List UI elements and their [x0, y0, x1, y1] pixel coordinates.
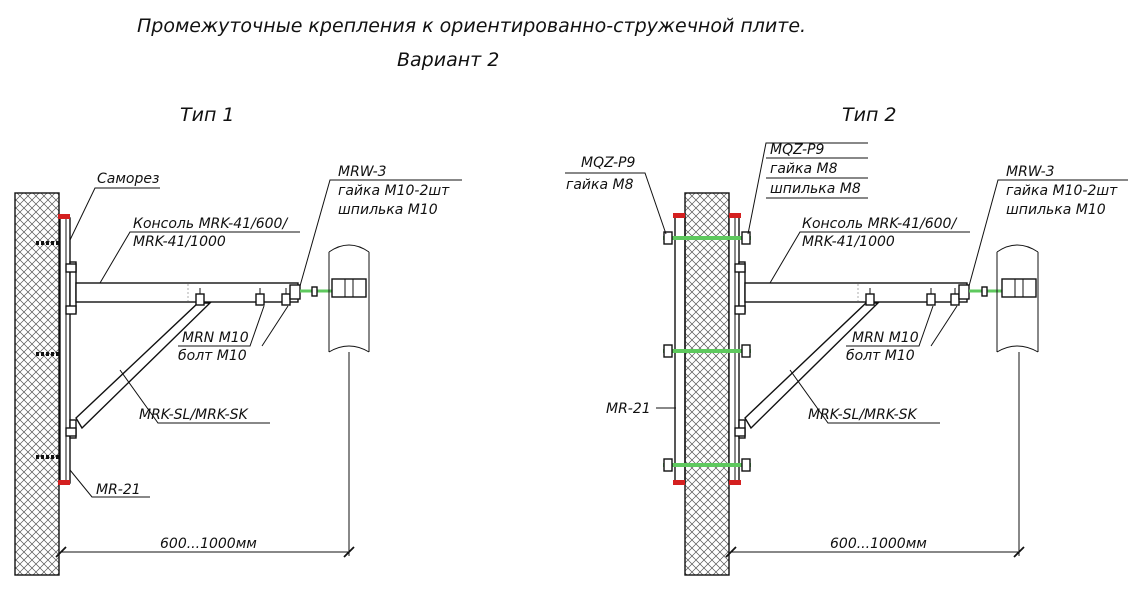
label-stud-m8: шпилька М8	[770, 181, 861, 197]
label-console-1: Консоль MRK-41/600/	[133, 216, 288, 232]
label-mrn-t2: MRN M10	[852, 330, 919, 346]
label-nut: гайка М10-2шт	[338, 183, 450, 199]
pipe-clamp-2	[1001, 278, 1037, 298]
type2-assembly	[565, 142, 1128, 576]
label-brace: MRK-SL/MRK-SK	[139, 407, 250, 423]
mrw3-clamp	[289, 284, 301, 300]
label-rail-t2: MR-21	[606, 401, 651, 417]
label-nut-left: гайка М8	[566, 177, 634, 193]
screw-icon	[36, 241, 60, 459]
label-dimension-t2: 600...1000мм	[830, 536, 927, 552]
label-bolt: болт М10	[178, 348, 247, 364]
label-dimension: 600...1000мм	[160, 536, 257, 552]
osb-panel	[684, 192, 730, 576]
label-mqz-right: MQZ-P9	[770, 142, 824, 158]
label-nut-right: гайка М8	[770, 161, 838, 177]
label-nut-t2: гайка М10-2шт	[1006, 183, 1118, 199]
label-stud-t2: шпилька М10	[1006, 202, 1106, 218]
drawing-subtitle: Вариант 2	[397, 49, 499, 71]
mr21-rail	[59, 217, 71, 484]
label-console-2: MRK-41/1000	[133, 234, 226, 250]
label-stud: шпилька М10	[338, 202, 438, 218]
brace-mrk-sl	[75, 302, 212, 430]
label-console-2-t2: MRK-41/1000	[802, 234, 895, 250]
label-bolt-t2: болт М10	[846, 348, 915, 364]
label-mrw: MRW-3	[338, 164, 387, 180]
red-cap-bottom	[58, 480, 70, 485]
stud-m8-icon	[663, 231, 751, 472]
type1-assembly	[14, 179, 462, 576]
red-cap-top	[58, 214, 70, 219]
label-brace-t2: MRK-SL/MRK-SK	[808, 407, 919, 423]
mrw3-clamp-2	[958, 284, 970, 300]
drawing-title: Промежуточные крепления к ориентированно…	[137, 15, 806, 37]
type1-heading: Тип 1	[180, 104, 235, 126]
label-screw: Саморез	[97, 171, 159, 187]
label-mrw-t2: MRW-3	[1006, 164, 1055, 180]
label-mqz-left: MQZ-P9	[581, 155, 635, 171]
label-console-1-t2: Консоль MRK-41/600/	[802, 216, 957, 232]
osb-wall	[14, 192, 60, 576]
type2-heading: Тип 2	[842, 104, 897, 126]
label-rail: MR-21	[96, 482, 141, 498]
pipe-clamp	[331, 278, 367, 298]
label-mrn: MRN M10	[182, 330, 249, 346]
brace-mrk-sl-2	[744, 302, 880, 430]
console-mrk41	[75, 282, 299, 303]
